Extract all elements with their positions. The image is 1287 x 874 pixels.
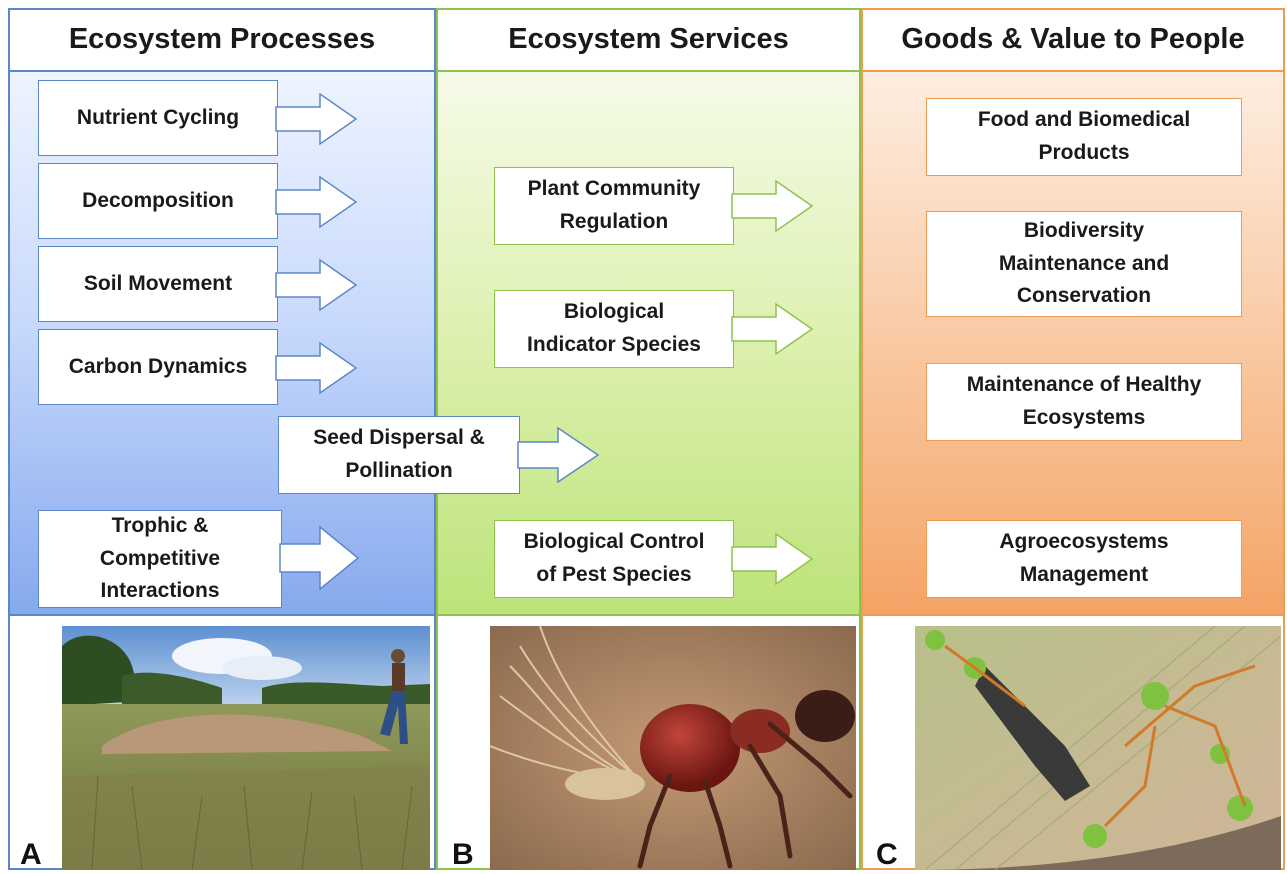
process-box-trophic-competitive-interactions: Trophic & Competitive Interactions — [38, 510, 282, 608]
arrow-right-icon — [275, 341, 358, 395]
photo-weaver-ants-leaf — [915, 626, 1281, 870]
photo-red-ant-seed — [490, 626, 856, 870]
arrow-right-icon — [275, 92, 358, 146]
services-header: Ecosystem Services — [438, 10, 859, 68]
seed-dispersal-pollination-box: Seed Dispersal & Pollination — [278, 416, 520, 494]
goods-box-agroecosystems-management: Agroecosystems Management — [926, 520, 1242, 598]
arrow-right-icon — [279, 525, 360, 591]
arrow-right-icon — [275, 175, 358, 229]
arrow-right-icon — [275, 258, 358, 312]
arrow-right-icon — [517, 426, 600, 484]
photo-ant-mound-landscape — [62, 626, 430, 870]
panel-label-c: C — [876, 838, 898, 871]
process-box-soil-movement: Soil Movement — [38, 246, 278, 322]
process-box-nutrient-cycling: Nutrient Cycling — [38, 80, 278, 156]
arrow-right-icon — [731, 302, 814, 356]
arrow-right-icon — [731, 532, 814, 586]
arrow-right-icon — [731, 179, 814, 233]
goods-box-biodiversity-conservation: Biodiversity Maintenance and Conservatio… — [926, 211, 1242, 317]
panel-label-b: B — [452, 838, 474, 871]
service-box-biological-control-pest-species: Biological Control of Pest Species — [494, 520, 734, 598]
goods-box-food-biomedical-products: Food and Biomedical Products — [926, 98, 1242, 176]
goods-box-healthy-ecosystems: Maintenance of Healthy Ecosystems — [926, 363, 1242, 441]
process-box-carbon-dynamics: Carbon Dynamics — [38, 329, 278, 405]
service-box-plant-community-regulation: Plant Community Regulation — [494, 167, 734, 245]
panel-label-a: A — [20, 838, 42, 871]
service-box-biological-indicator-species: Biological Indicator Species — [494, 290, 734, 368]
processes-header: Ecosystem Processes — [10, 10, 434, 68]
goods-header: Goods & Value to People — [863, 10, 1283, 68]
process-box-decomposition: Decomposition — [38, 163, 278, 239]
